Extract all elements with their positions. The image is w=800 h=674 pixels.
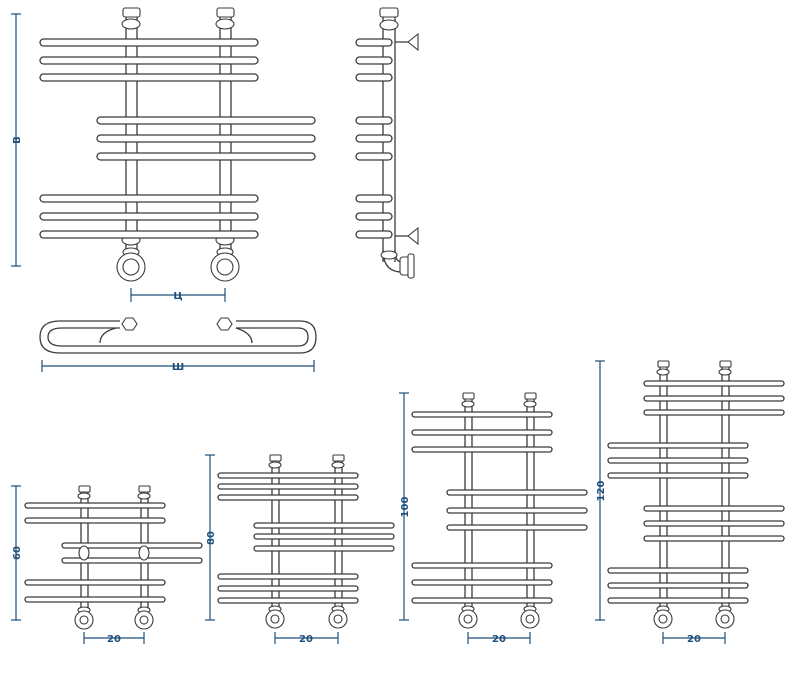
variant-120-height-label: 120 bbox=[596, 481, 607, 502]
width-dimension: Ш bbox=[41, 360, 315, 373]
variant-60-center-label: 20 bbox=[107, 634, 121, 645]
center-distance-symbol-label: Ц bbox=[173, 291, 182, 302]
wall-bracket bbox=[395, 32, 419, 246]
variant-120: 120 20 bbox=[595, 360, 785, 645]
variant-80-height-label: 80 bbox=[206, 531, 217, 545]
variant-60-height-label: 60 bbox=[12, 546, 23, 560]
height-dimension: В bbox=[11, 13, 23, 267]
variant-100-height-label: 100 bbox=[400, 497, 411, 518]
front-view-rails bbox=[39, 38, 316, 239]
width-symbol-label: Ш bbox=[172, 362, 184, 373]
center-distance-dimension: Ц bbox=[130, 288, 226, 302]
front-view-risers bbox=[121, 7, 235, 262]
variant-80: 80 20 bbox=[205, 454, 395, 645]
variant-80-center-label: 20 bbox=[299, 634, 313, 645]
variant-60: 60 20 bbox=[11, 485, 203, 645]
variant-120-center-label: 20 bbox=[687, 634, 701, 645]
variant-100-center-label: 20 bbox=[492, 634, 506, 645]
variant-100: 100 20 bbox=[399, 392, 588, 645]
height-symbol-label: В bbox=[12, 136, 23, 144]
side-view bbox=[355, 7, 419, 279]
top-view: Ш bbox=[39, 317, 317, 373]
front-view: В Ц bbox=[11, 7, 316, 302]
front-view-fittings bbox=[116, 247, 240, 282]
